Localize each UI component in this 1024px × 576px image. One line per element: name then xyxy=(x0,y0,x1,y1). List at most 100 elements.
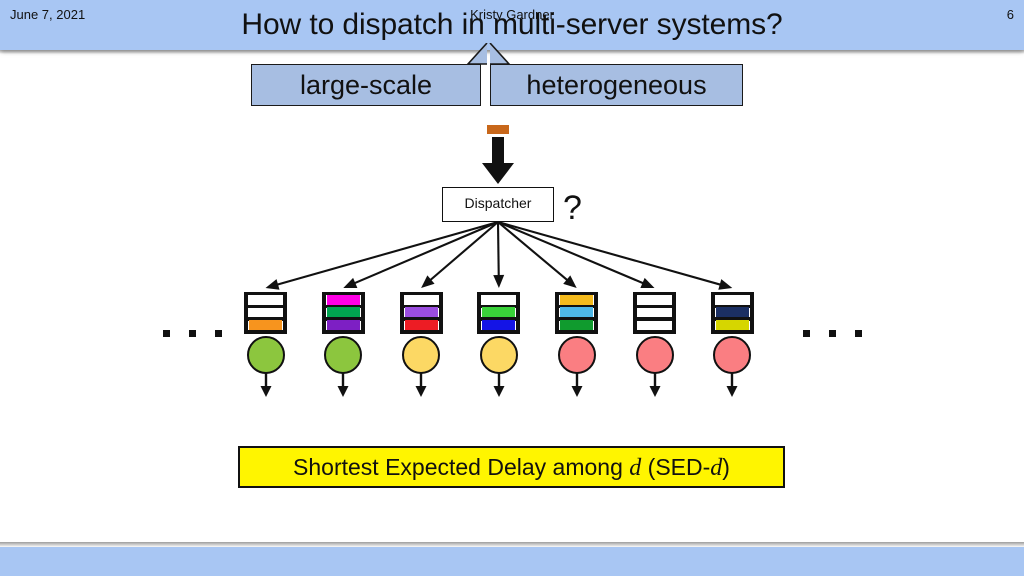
footer-shadow xyxy=(0,542,1024,547)
queue-2 xyxy=(399,292,443,334)
sed-variable-d-1: d xyxy=(629,455,642,481)
queued-job xyxy=(560,307,594,318)
arrival-arrow-icon xyxy=(482,137,514,184)
sed-suffix: ) xyxy=(722,454,730,480)
footer-bar xyxy=(0,547,1024,576)
queued-job xyxy=(404,307,438,318)
queue-divider xyxy=(555,292,599,296)
queue-divider xyxy=(633,292,676,296)
queue-rail-right xyxy=(594,292,599,334)
queued-job xyxy=(326,294,360,305)
queue-divider xyxy=(477,292,521,296)
queue-1 xyxy=(321,292,365,334)
queue-divider xyxy=(555,330,599,334)
server-6-slow xyxy=(713,336,752,374)
queue-0 xyxy=(244,292,287,334)
queue-3 xyxy=(477,292,521,334)
queued-job xyxy=(326,320,360,330)
queue-4 xyxy=(555,292,599,334)
queued-job xyxy=(715,307,749,318)
queue-rail-left xyxy=(399,292,404,334)
server-1-fast xyxy=(324,336,363,374)
footer-author: Kristy Gardner xyxy=(470,7,554,22)
queue-rail-left xyxy=(244,292,248,334)
queue-rail-right xyxy=(516,292,521,334)
departure-arrow-icon xyxy=(649,372,660,397)
queue-rail-right xyxy=(672,292,676,334)
callout-tail-heterogeneous xyxy=(489,43,511,65)
queue-divider xyxy=(399,330,443,334)
callout-tail-large-scale xyxy=(466,43,488,65)
queued-job xyxy=(560,320,594,330)
queue-rail-left xyxy=(321,292,326,334)
title-bar xyxy=(0,0,1024,50)
queue-divider xyxy=(244,304,287,309)
queue-divider xyxy=(555,317,599,321)
queue-divider xyxy=(399,304,443,309)
queue-divider xyxy=(244,292,287,296)
queue-divider xyxy=(710,317,754,321)
departure-arrow-icon xyxy=(415,372,427,397)
queue-divider xyxy=(633,330,676,334)
departure-arrow-icon xyxy=(726,372,738,397)
footer-page: 6 xyxy=(1006,7,1014,22)
sed-prefix: Shortest Expected Delay among xyxy=(293,454,630,480)
queue-divider xyxy=(555,304,599,309)
question-mark-label: ? xyxy=(563,189,582,227)
queued-job xyxy=(482,320,516,330)
callout-large-scale: large-scale xyxy=(251,64,481,106)
queue-6 xyxy=(710,292,754,334)
queue-rail-right xyxy=(360,292,365,334)
departure-arrow-icon xyxy=(571,372,583,397)
queue-divider xyxy=(710,330,754,334)
queue-rail-left xyxy=(555,292,560,334)
sed-variable-d-2: d xyxy=(710,455,723,481)
sed-highlight-box: Shortest Expected Delay among d (SED-d) xyxy=(238,446,785,488)
departure-arrow-icon xyxy=(260,372,271,397)
queue-divider xyxy=(477,304,521,309)
callout-heterogeneous: heterogeneous xyxy=(490,64,743,106)
server-5-slow xyxy=(635,336,674,374)
queue-divider xyxy=(710,292,754,296)
queue-divider xyxy=(633,317,676,321)
queued-job xyxy=(404,320,438,330)
queue-rail-left xyxy=(710,292,715,334)
queue-rail-right xyxy=(438,292,443,334)
queue-divider xyxy=(633,304,676,309)
queued-job xyxy=(560,294,594,305)
queue-5 xyxy=(633,292,676,334)
footer-date: June 7, 2021 xyxy=(10,7,86,22)
queue-rail-left xyxy=(477,292,482,334)
departure-arrow-icon xyxy=(337,372,349,397)
queued-job xyxy=(482,307,516,318)
server-4-slow xyxy=(557,336,596,374)
ellipsis-left xyxy=(163,322,225,346)
ellipsis-right xyxy=(803,322,865,346)
queue-rail-left xyxy=(633,292,637,334)
queued-job xyxy=(715,320,749,330)
queue-divider xyxy=(477,317,521,321)
queue-divider xyxy=(399,317,443,321)
queued-job xyxy=(249,320,282,330)
queue-divider xyxy=(710,304,754,309)
server-2-medium xyxy=(402,336,441,374)
server-0-fast xyxy=(246,336,285,374)
queue-rail-right xyxy=(749,292,754,334)
queue-divider xyxy=(244,330,287,334)
incoming-job-block xyxy=(487,125,509,134)
server-3-medium xyxy=(479,336,518,374)
queue-divider xyxy=(321,317,365,321)
departure-arrow-icon xyxy=(493,372,505,397)
queue-divider xyxy=(321,292,365,296)
queue-divider xyxy=(399,292,443,296)
sed-middle: (SED- xyxy=(641,454,711,480)
queue-divider xyxy=(477,330,521,334)
page-title: How to dispatch in multi-server systems? xyxy=(241,8,783,41)
dispatcher-box[interactable]: Dispatcher xyxy=(442,187,554,222)
queue-divider xyxy=(321,330,365,334)
title-bar-underline xyxy=(0,50,1024,54)
queue-divider xyxy=(244,317,287,321)
queued-job xyxy=(326,307,360,318)
queue-rail-right xyxy=(283,292,287,334)
queue-divider xyxy=(321,304,365,309)
